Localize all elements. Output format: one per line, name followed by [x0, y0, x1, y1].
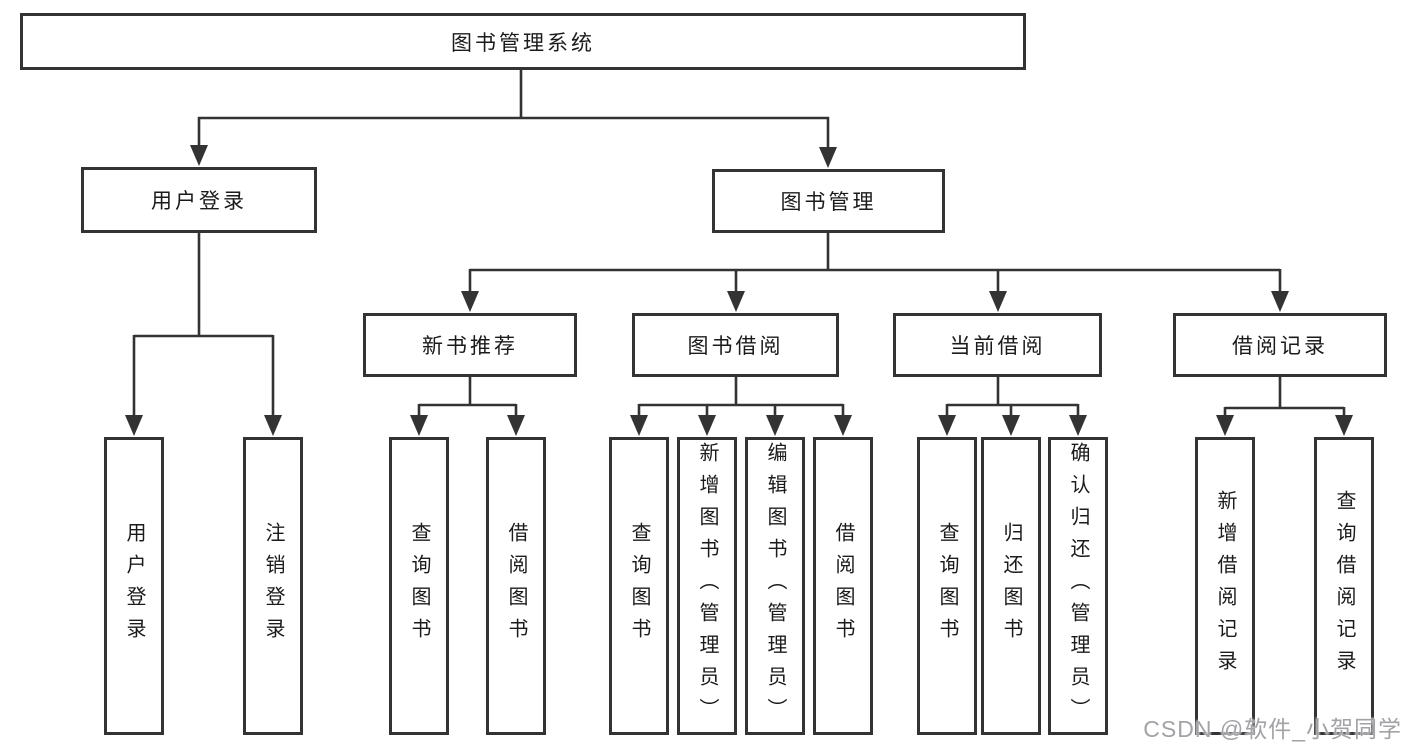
node-user-login: 用户登录: [81, 167, 317, 233]
leaf-confirm-return-admin: 确认归还（管理员）: [1048, 437, 1108, 735]
leaf-add-borrow-record: 新增借阅记录: [1195, 437, 1255, 735]
leaf-label: 新增图书（管理员）: [696, 442, 718, 730]
leaf-query-books-current: 查询图书: [917, 437, 977, 735]
leaf-logout-login: 注销登录: [243, 437, 303, 735]
node-current-borrowing: 当前借阅: [893, 313, 1102, 377]
leaf-label: 归还图书: [1000, 522, 1022, 650]
leaf-query-books-borrowing: 查询图书: [609, 437, 669, 735]
leaf-query-books-recommend: 查询图书: [389, 437, 449, 735]
leaf-user-login: 用户登录: [104, 437, 164, 735]
leaf-edit-books-admin: 编辑图书（管理员）: [745, 437, 805, 735]
leaf-label: 查询图书: [936, 522, 958, 650]
leaf-add-books-admin: 新增图书（管理员）: [677, 437, 737, 735]
node-new-book-recommend: 新书推荐: [363, 313, 577, 377]
leaf-label: 新增借阅记录: [1214, 490, 1236, 682]
leaf-label: 编辑图书（管理员）: [764, 442, 786, 730]
leaf-label: 确认归还（管理员）: [1067, 442, 1089, 730]
leaf-label: 用户登录: [123, 522, 145, 650]
leaf-label: 借阅图书: [832, 522, 854, 650]
node-label: 图书管理: [780, 191, 877, 214]
leaf-label: 查询图书: [628, 522, 650, 650]
node-label: 图书管理系统: [451, 31, 595, 55]
node-borrowing-records: 借阅记录: [1173, 313, 1387, 377]
leaf-label: 借阅图书: [505, 522, 527, 650]
leaf-borrow-books-recommend: 借阅图书: [486, 437, 546, 735]
node-label: 新书推荐: [422, 335, 518, 358]
leaf-label: 查询图书: [408, 522, 430, 650]
node-label: 图书借阅: [687, 335, 784, 358]
leaf-borrow-books-borrowing: 借阅图书: [813, 437, 873, 735]
leaf-label: 查询借阅记录: [1333, 490, 1355, 682]
watermark-credit: CSDN @软件_小贺同学: [1143, 716, 1402, 742]
node-book-management: 图书管理: [712, 169, 945, 233]
node-library-system: 图书管理系统: [20, 13, 1026, 70]
node-label: 当前借阅: [949, 335, 1046, 358]
node-label: 借阅记录: [1232, 335, 1328, 358]
leaf-return-books: 归还图书: [981, 437, 1041, 735]
node-label: 用户登录: [151, 190, 247, 213]
leaf-label: 注销登录: [262, 522, 284, 650]
node-book-borrowing: 图书借阅: [632, 313, 839, 377]
leaf-query-borrow-record: 查询借阅记录: [1314, 437, 1374, 735]
